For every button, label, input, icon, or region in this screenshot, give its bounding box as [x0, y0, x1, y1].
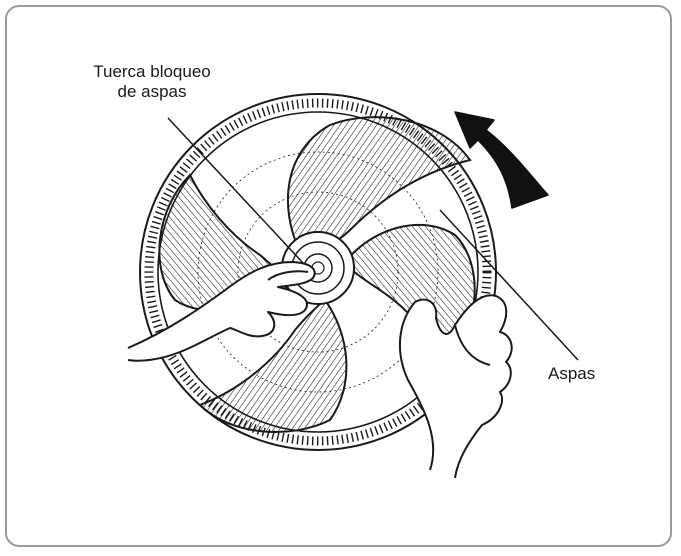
blades-leader-line	[439, 209, 579, 361]
nut-label-line-2: de aspas	[117, 82, 187, 101]
fan-guard	[139, 93, 497, 451]
nut-leader-line	[167, 117, 305, 265]
blade-bottom	[198, 298, 348, 433]
left-hand	[127, 261, 316, 362]
blade-top	[286, 116, 472, 254]
curved-rotation-arrow-icon	[454, 111, 549, 209]
nut-label-line-1: Tuerca bloqueo	[93, 62, 211, 81]
blades-label: Aspas	[548, 364, 596, 383]
nut-label: Tuerca bloqueo de aspas	[0, 62, 304, 102]
fan-blades	[158, 116, 476, 433]
right-hand	[398, 294, 513, 479]
